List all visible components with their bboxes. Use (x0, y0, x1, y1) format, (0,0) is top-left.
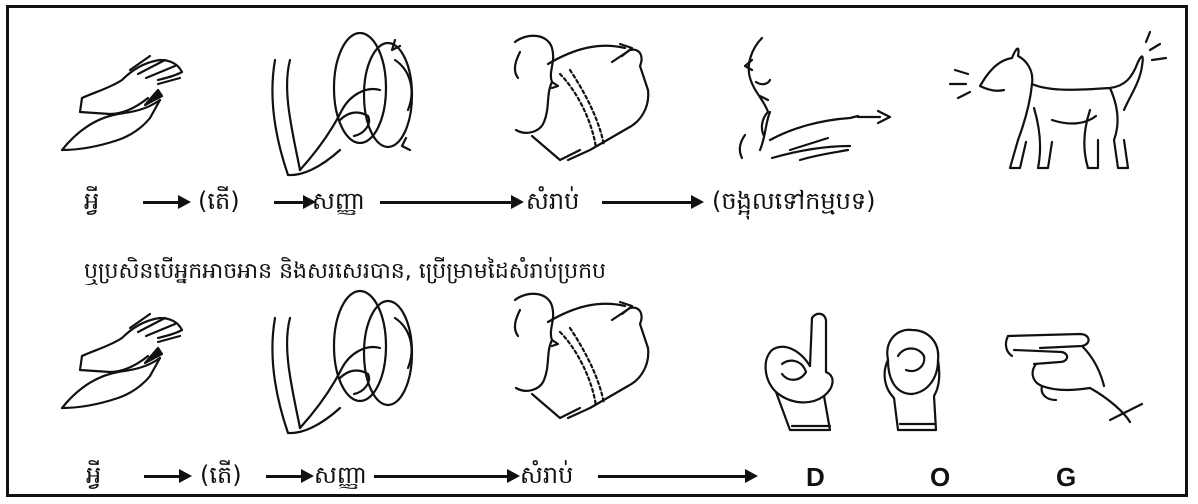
letter-d: D (806, 462, 825, 492)
arrow (380, 201, 512, 204)
hand-sign-circles-icon (272, 33, 412, 175)
fingerspell-d-icon (766, 314, 833, 430)
arrow (266, 475, 302, 478)
hand-what-icon (62, 314, 182, 408)
letter-o: O (930, 462, 950, 492)
arrow (143, 201, 179, 204)
dog-icon (950, 32, 1166, 168)
face-pointing-icon (740, 38, 890, 160)
hand-sign-circles-icon (272, 291, 412, 433)
arrow (598, 475, 746, 478)
arrow (274, 201, 304, 204)
label-what: អ្វី (84, 186, 99, 216)
label-question-particle: (តើ) (200, 460, 242, 490)
face-for-icon (515, 294, 648, 418)
label-point-to-object: (ចង្អុលទៅកម្មបទ) (712, 186, 875, 216)
fingerspell-g-icon (1006, 334, 1142, 422)
hand-what-icon (62, 56, 182, 150)
label-sign: សញ្ញា (312, 186, 365, 216)
fingerspell-o-icon (885, 330, 940, 430)
face-for-icon (515, 36, 648, 160)
instruction-text: ឬប្រសិនបើអ្នកអាចអាន និងសរសេរបាន, ប្រើម្រ… (84, 257, 606, 287)
label-question-particle: (តើ) (198, 186, 240, 216)
arrow (374, 475, 508, 478)
label-what: អ្វី (86, 460, 101, 490)
arrow (144, 475, 180, 478)
label-for: សំរាប់ (526, 186, 579, 216)
label-sign: សញ្ញា (314, 460, 367, 490)
letter-g: G (1056, 462, 1076, 492)
arrow (602, 201, 692, 204)
label-for: សំរាប់ (520, 460, 573, 490)
